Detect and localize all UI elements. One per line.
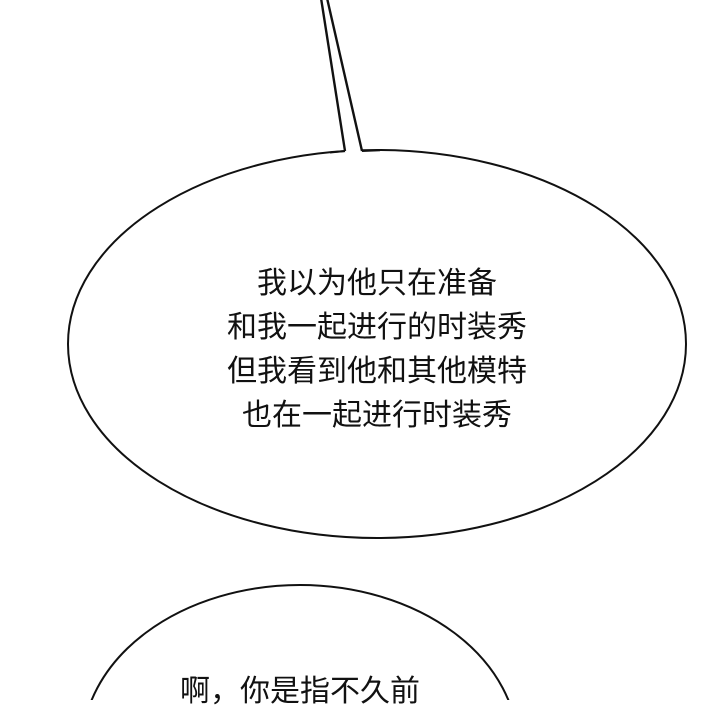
bubble-1-line-3: 但我看到他和其他模特: [227, 354, 527, 389]
speech-bubble-2-text: 啊，你是指不久前: [150, 670, 450, 714]
bubble-1-line-4: 也在一起进行时装秀: [242, 398, 512, 433]
speech-bubble-1-outline: [67, 0, 687, 539]
bubble-1-line-2: 和我一起进行的时装秀: [227, 310, 527, 345]
bubble-1-line-1: 我以为他只在准备: [257, 266, 497, 301]
bubble-2-line-1: 啊，你是指不久前: [180, 674, 420, 709]
speech-bubble-1-text: 我以为他只在准备 和我一起进行的时装秀 但我看到他和其他模特 也在一起进行时装秀: [197, 262, 557, 438]
speech-bubble-2-outline: [90, 584, 510, 700]
